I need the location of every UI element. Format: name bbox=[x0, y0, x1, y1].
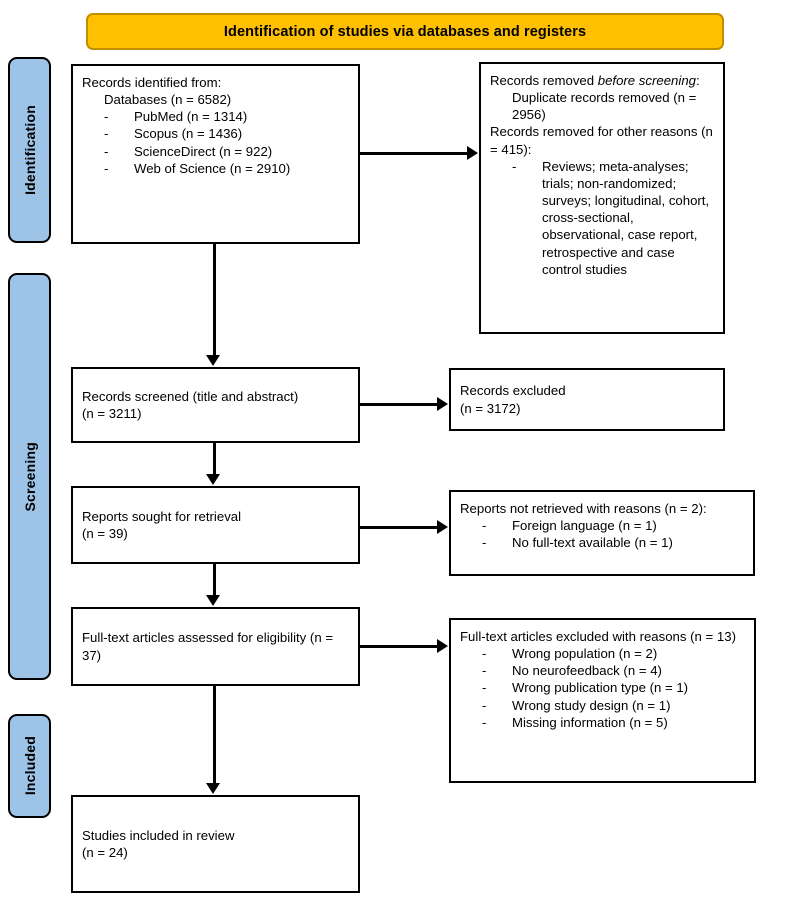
bullet-dash: - bbox=[482, 697, 487, 713]
arrowhead-right-icon bbox=[467, 146, 478, 160]
reports-sought-line1: Reports sought for retrieval bbox=[82, 508, 242, 524]
records-excluded-line1: Records excluded bbox=[460, 383, 566, 399]
fulltext-excluded-item: - Wrong population (n = 2) bbox=[460, 645, 745, 662]
bullet-dash: - bbox=[482, 714, 487, 730]
arrowhead-right-icon bbox=[437, 639, 448, 653]
bullet-dash: - bbox=[104, 143, 109, 159]
bullet-text: Web of Science (n = 2910) bbox=[134, 160, 291, 176]
bullet-text: No neurofeedback (n = 4) bbox=[512, 663, 662, 679]
diagram-title-text: Identification of studies via databases … bbox=[223, 23, 587, 40]
box-reports-sought: Reports sought for retrieval (n = 39) bbox=[71, 486, 360, 564]
box-records-screened: Records screened (title and abstract) (n… bbox=[71, 367, 360, 443]
connector-sought-to-assessed bbox=[213, 564, 216, 596]
connector-identified-to-removed bbox=[360, 152, 468, 155]
stage-label-identification: Identification bbox=[8, 57, 51, 243]
connector-assessed-to-included bbox=[213, 686, 216, 784]
box-fulltext-excluded: Full-text articles excluded with reasons… bbox=[449, 618, 756, 783]
studies-included-line2: (n = 24) bbox=[82, 845, 128, 860]
bullet-text: Missing information (n = 5) bbox=[512, 714, 668, 730]
bullet-dash: - bbox=[482, 680, 487, 696]
bullet-dash: - bbox=[482, 663, 487, 679]
bullet-dash: - bbox=[104, 109, 109, 125]
records-identified-item: - Scopus (n = 1436) bbox=[82, 125, 349, 142]
box-records-identified: Records identified from: Databases (n = … bbox=[71, 64, 360, 244]
records-removed-line2: Duplicate records removed (n = 2956) bbox=[512, 90, 697, 123]
bullet-dash: - bbox=[482, 518, 487, 534]
records-identified-line2: Databases (n = 6582) bbox=[104, 92, 232, 108]
stage-label-identification-text: Identification bbox=[21, 105, 38, 195]
box-records-removed: Records removed before screening: Duplic… bbox=[479, 62, 725, 334]
connector-screened-to-excluded bbox=[360, 403, 438, 406]
arrowhead-down-icon bbox=[206, 474, 220, 485]
connector-sought-to-not-retrieved bbox=[360, 526, 438, 529]
reports-sought-line2: (n = 39) bbox=[82, 526, 128, 541]
records-excluded-line2: (n = 3172) bbox=[460, 400, 521, 416]
fulltext-assessed-line1: Full-text articles assessed for eligibil… bbox=[82, 630, 334, 663]
records-identified-item: - ScienceDirect (n = 922) bbox=[82, 143, 349, 160]
bullet-text: Wrong population (n = 2) bbox=[512, 646, 658, 662]
bullet-text: PubMed (n = 1314) bbox=[134, 109, 248, 125]
connector-assessed-to-fulltext-excluded bbox=[360, 645, 438, 648]
connector-identified-to-screened bbox=[213, 244, 216, 356]
stage-label-included-text: Included bbox=[21, 736, 38, 796]
studies-included-line1: Studies included in review bbox=[82, 827, 235, 843]
records-removed-heading-italic: before screening bbox=[597, 73, 696, 88]
bullet-text: Wrong publication type (n = 1) bbox=[512, 680, 689, 696]
fulltext-excluded-item: - No neurofeedback (n = 4) bbox=[460, 662, 745, 679]
bullet-dash: - bbox=[482, 646, 487, 662]
bullet-text: No full-text available (n = 1) bbox=[512, 535, 673, 551]
fulltext-excluded-item: - Missing information (n = 5) bbox=[460, 714, 745, 731]
records-identified-item: - PubMed (n = 1314) bbox=[82, 108, 349, 125]
records-removed-heading-c: : bbox=[696, 73, 700, 88]
arrowhead-right-icon bbox=[437, 520, 448, 534]
bullet-dash: - bbox=[482, 535, 487, 551]
bullet-text: Foreign language (n = 1) bbox=[512, 518, 657, 534]
records-identified-line1: Records identified from: bbox=[82, 75, 222, 90]
records-identified-item: - Web of Science (n = 2910) bbox=[82, 160, 349, 177]
diagram-title-banner: Identification of studies via databases … bbox=[86, 13, 724, 50]
arrowhead-down-icon bbox=[206, 595, 220, 606]
records-removed-heading-a: Records removed bbox=[490, 73, 598, 88]
connector-screened-to-sought bbox=[213, 443, 216, 475]
bullet-text: Reviews; meta-analyses; trials; non-rand… bbox=[542, 158, 710, 277]
arrowhead-down-icon bbox=[206, 783, 220, 794]
records-removed-heading: Records removed before screening: bbox=[490, 72, 714, 89]
records-removed-line3: Records removed for other reasons (n = 4… bbox=[490, 124, 713, 157]
box-records-excluded: Records excluded (n = 3172) bbox=[449, 368, 725, 431]
bullet-text: ScienceDirect (n = 922) bbox=[134, 143, 273, 159]
records-screened-line1: Records screened (title and abstract) bbox=[82, 388, 299, 404]
arrowhead-right-icon bbox=[437, 397, 448, 411]
stage-label-screening-text: Screening bbox=[21, 441, 38, 512]
stage-label-included: Included bbox=[8, 714, 51, 818]
box-reports-not-retrieved: Reports not retrieved with reasons (n = … bbox=[449, 490, 755, 576]
bullet-dash: - bbox=[512, 158, 517, 174]
reports-not-retrieved-heading: Reports not retrieved with reasons (n = … bbox=[460, 501, 707, 516]
arrowhead-down-icon bbox=[206, 355, 220, 366]
records-removed-item: - Reviews; meta-analyses; trials; non-ra… bbox=[490, 158, 714, 278]
bullet-dash: - bbox=[104, 126, 109, 142]
fulltext-excluded-heading: Full-text articles excluded with reasons… bbox=[460, 629, 736, 644]
stage-label-screening: Screening bbox=[8, 273, 51, 680]
bullet-text: Wrong study design (n = 1) bbox=[512, 697, 671, 713]
bullet-dash: - bbox=[104, 160, 109, 176]
records-screened-line2: (n = 3211) bbox=[82, 406, 142, 421]
box-fulltext-assessed: Full-text articles assessed for eligibil… bbox=[71, 607, 360, 686]
reports-not-retrieved-item: - No full-text available (n = 1) bbox=[460, 534, 744, 551]
box-studies-included: Studies included in review (n = 24) bbox=[71, 795, 360, 893]
fulltext-excluded-item: - Wrong publication type (n = 1) bbox=[460, 679, 745, 696]
reports-not-retrieved-item: - Foreign language (n = 1) bbox=[460, 517, 744, 534]
bullet-text: Scopus (n = 1436) bbox=[134, 126, 243, 142]
fulltext-excluded-item: - Wrong study design (n = 1) bbox=[460, 697, 745, 714]
